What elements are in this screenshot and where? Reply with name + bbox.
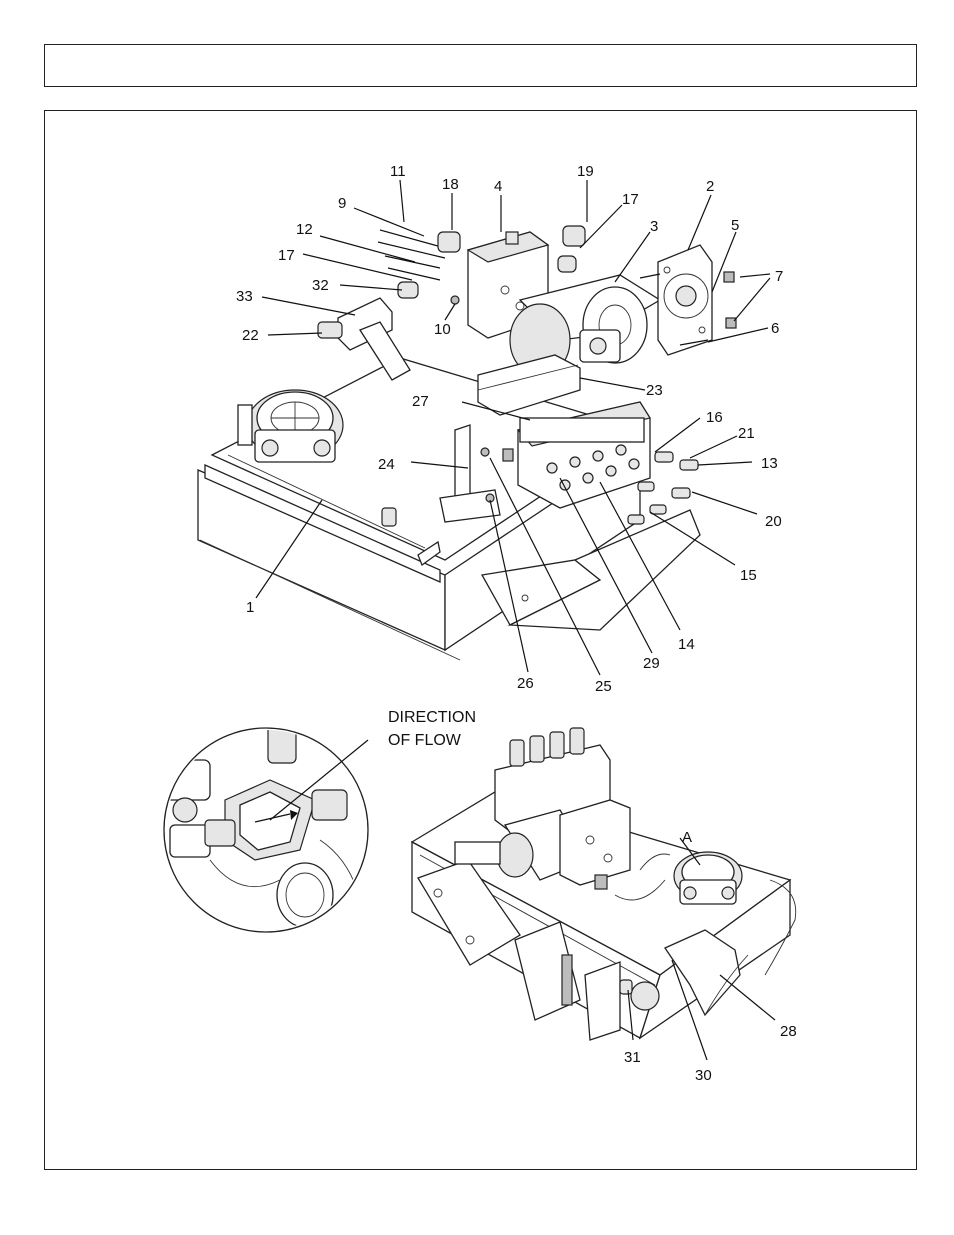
callout-31: 31 (624, 1049, 641, 1066)
pump-3 (509, 274, 662, 377)
callout-6: 6 (771, 320, 779, 337)
callout-21: 21 (738, 425, 755, 442)
lower-callouts: A 28 31 30 (624, 829, 797, 1084)
direction-label-line2: OF FLOW (388, 732, 462, 749)
callout-26: 26 (517, 675, 534, 692)
diagram-frame (44, 110, 917, 1170)
assembled-filter (614, 851, 743, 905)
mount-plate-2 (657, 244, 713, 356)
callout-24: 24 (378, 456, 395, 473)
callout-28: 28 (780, 1023, 797, 1040)
upper-leader-lines (255, 179, 771, 676)
header-box (44, 44, 917, 87)
callout-3: 3 (650, 218, 658, 235)
callout-23: 23 (646, 382, 663, 399)
callout-17: 17 (622, 191, 639, 208)
callout-5: 5 (731, 217, 739, 234)
callout-14: 14 (678, 636, 695, 653)
callout-9: 9 (338, 195, 346, 212)
callout-22: 22 (242, 327, 259, 344)
callout-33: 33 (236, 288, 253, 305)
callout-2: 2 (706, 178, 714, 195)
callout-A: A (682, 829, 692, 846)
callout-11: 11 (390, 163, 406, 180)
callout-16: 16 (706, 409, 723, 426)
callout-20: 20 (765, 513, 782, 530)
manifold-33 (317, 297, 411, 381)
assembled-shield (664, 929, 749, 1017)
assembled-valve-stack (454, 727, 631, 890)
callout-32: 32 (312, 277, 329, 294)
callout-19: 19 (577, 163, 594, 180)
upper-callouts: 11 18 9 4 19 17 2 12 3 5 17 7 32 33 10 6… (236, 163, 783, 695)
callout-29: 29 (643, 655, 660, 672)
lower-leader-lines (627, 837, 776, 1061)
callout-27: 27 (412, 393, 429, 410)
callout-30: 30 (695, 1067, 712, 1084)
control-valve-bank (502, 401, 651, 509)
callout-13: 13 (761, 455, 778, 472)
filter-housing (237, 389, 344, 463)
callout-12: 12 (296, 221, 313, 238)
flow-detail-inset: DIRECTION OF FLOW (163, 709, 476, 933)
bracket-24 (439, 424, 501, 523)
callout-18: 18 (442, 176, 459, 193)
callout-10: 10 (434, 321, 451, 338)
bolts-cluster (377, 225, 737, 346)
bracket-23 (477, 354, 581, 416)
callout-25: 25 (595, 678, 612, 695)
callout-15: 15 (740, 567, 757, 584)
callout-7: 7 (775, 268, 783, 285)
callout-4: 4 (494, 178, 502, 195)
direction-label-line1: DIRECTION (388, 709, 476, 726)
callout-17b: 17 (278, 247, 295, 264)
callout-1: 1 (246, 599, 254, 616)
